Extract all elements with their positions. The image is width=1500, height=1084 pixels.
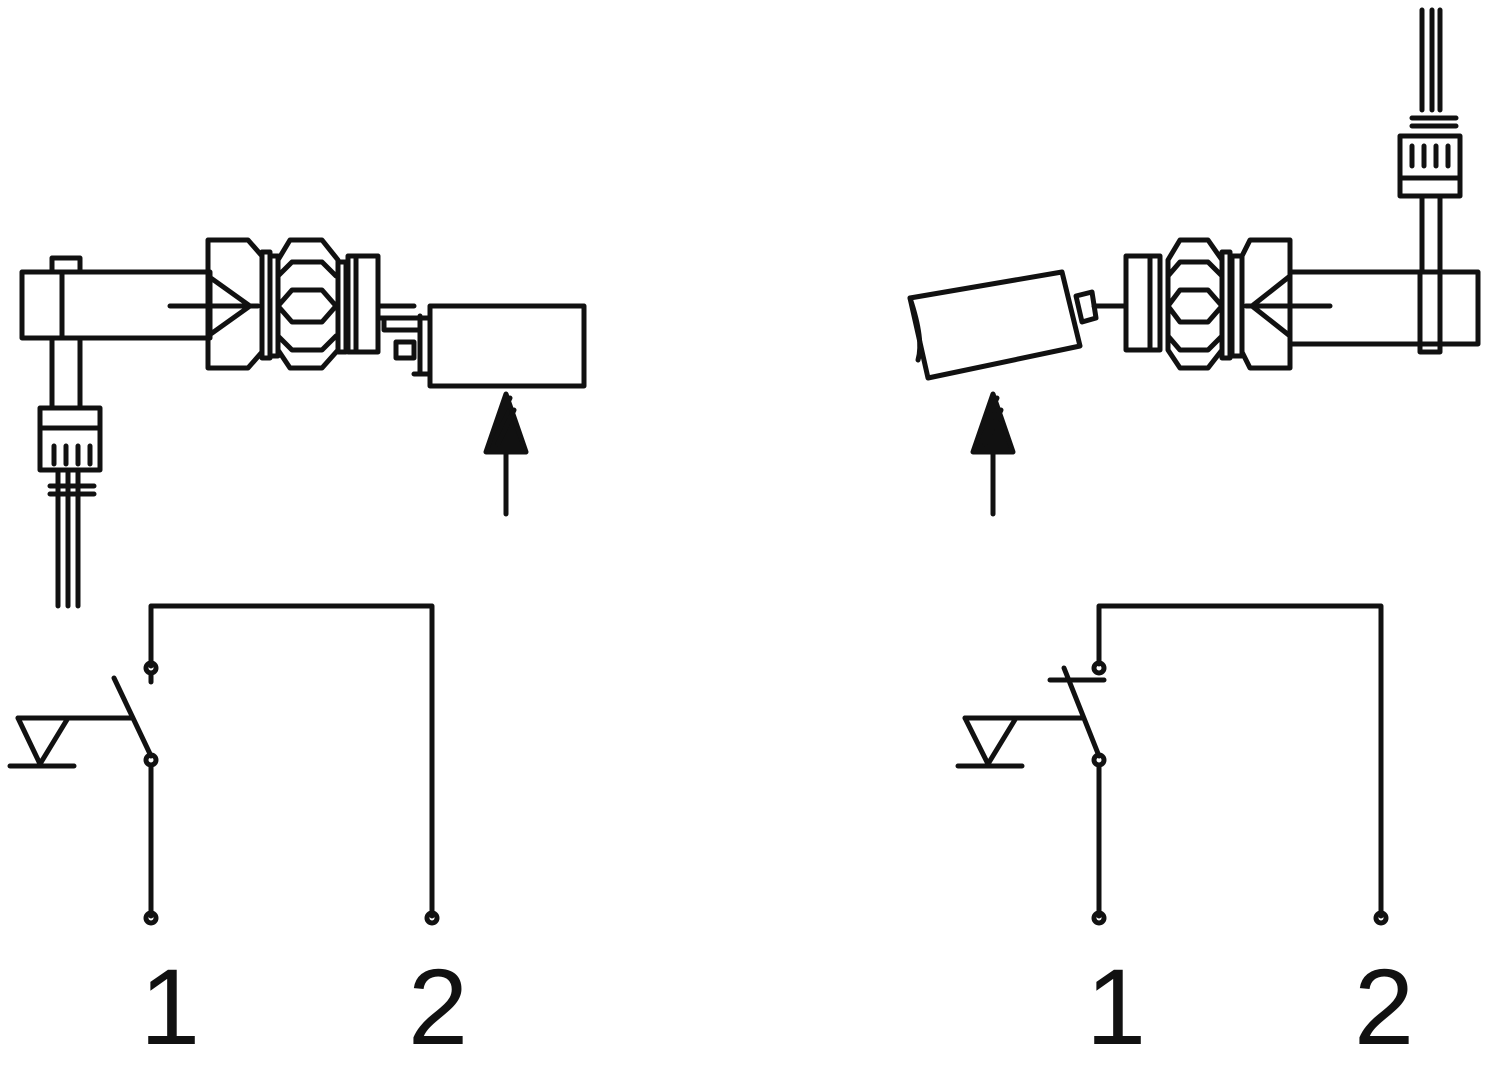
right-lock-ring <box>1123 253 1163 353</box>
left-terminal-1-dot <box>143 910 159 926</box>
left-cable <box>55 467 81 609</box>
left-washer-2 <box>267 253 281 359</box>
left-top-cap <box>49 255 83 275</box>
right-terminal-2-label: 2 <box>1354 946 1414 1067</box>
right-float-switch <box>907 7 1481 517</box>
right-switch-schematic <box>955 603 1389 926</box>
right-hex-nut-2 <box>1239 237 1293 371</box>
left-lock-ring <box>345 253 381 355</box>
left-hex-nut-2 <box>275 237 341 371</box>
right-cable-ring-1 <box>1409 115 1459 129</box>
right-bore <box>1417 269 1443 355</box>
right-switch-blade <box>1061 665 1102 759</box>
left-float-switch <box>19 237 587 609</box>
left-cable-gland-knurl <box>51 443 93 467</box>
right-body-tube <box>1287 269 1481 347</box>
right-contact-top <box>1091 660 1107 676</box>
right-cable-gland-knurl <box>1409 143 1451 169</box>
left-stem-collar <box>393 339 417 361</box>
left-lift-arrow-head <box>483 391 529 455</box>
right-terminal-2-dot <box>1373 910 1389 926</box>
left-float-symbol <box>15 715 71 767</box>
left-hex-nut-1-edge2 <box>205 303 253 339</box>
right-hex-nut-2-edge <box>1249 273 1293 309</box>
left-cable-gland-tube <box>49 335 83 411</box>
right-top-wire <box>1096 603 1384 919</box>
right-lift-arrow-head <box>970 391 1016 455</box>
left-washer-3 <box>335 259 349 355</box>
left-float-body <box>427 303 587 389</box>
right-washer-1 <box>1219 249 1233 361</box>
right-hex-nut-1 <box>1165 237 1225 371</box>
left-cable-gland-nut <box>37 405 103 473</box>
left-hex-nut-2-face <box>275 259 339 353</box>
right-float-body <box>907 269 1083 381</box>
right-cable <box>1419 7 1443 113</box>
right-float-symbol <box>962 715 1019 767</box>
right-terminal-1-label: 1 <box>1086 946 1146 1067</box>
left-terminal-2-label: 2 <box>408 946 468 1067</box>
right-hex-nut-2-edge2 <box>1249 303 1293 339</box>
left-switch-schematic <box>7 603 440 926</box>
right-cable-gland-tube <box>1419 193 1443 275</box>
right-terminal-1-dot <box>1091 910 1107 926</box>
left-hex-nut-1-edge <box>205 273 253 309</box>
right-float-connector <box>1073 289 1099 325</box>
right-hex-nut-1-face <box>1165 259 1225 353</box>
right-cable-gland-nut <box>1397 133 1463 199</box>
left-terminal-2-dot <box>424 910 440 926</box>
left-float-bracket <box>411 315 433 377</box>
left-terminal-1-label: 1 <box>140 946 200 1067</box>
right-float-end <box>907 295 923 363</box>
left-top-wire <box>148 603 435 919</box>
